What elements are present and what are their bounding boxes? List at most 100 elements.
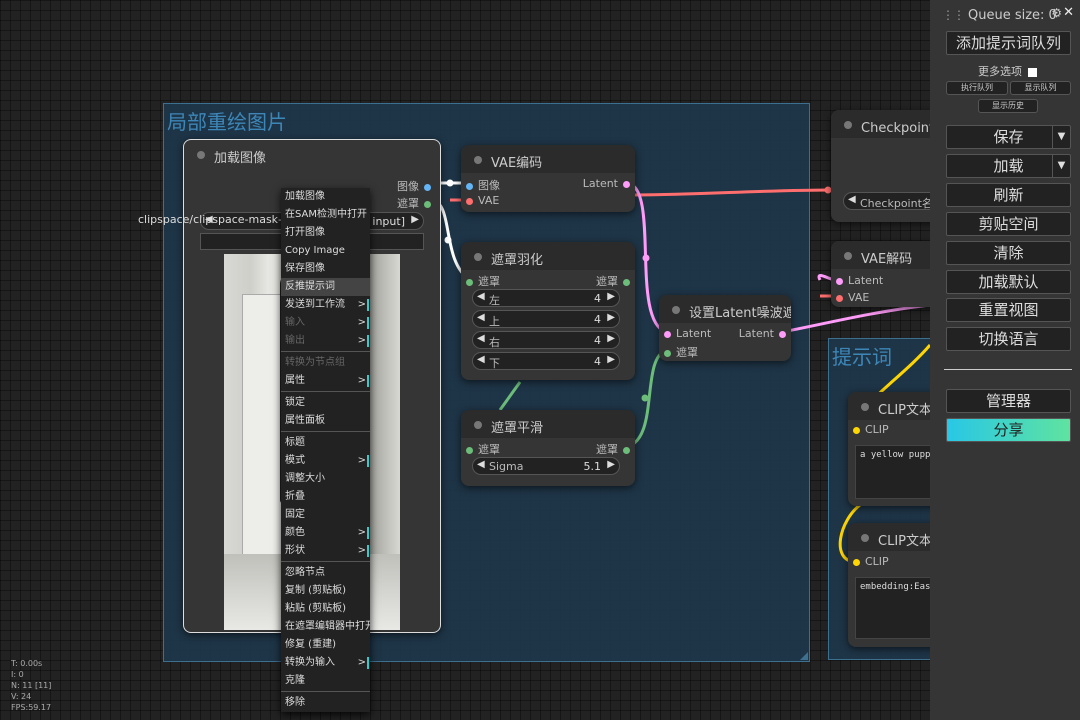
arrow-left-icon[interactable]: ◀ bbox=[848, 194, 856, 205]
close-icon[interactable]: ✕ bbox=[1063, 5, 1074, 20]
output-dot[interactable] bbox=[623, 446, 630, 454]
arrow-right-icon[interactable]: ▶ bbox=[607, 291, 615, 302]
arrow-right-icon[interactable]: ▶ bbox=[607, 333, 615, 344]
arrow-right-icon[interactable]: ▶ bbox=[607, 312, 615, 323]
arrow-left-icon[interactable]: ◀ bbox=[477, 354, 485, 365]
context-menu-item[interactable]: 模式> bbox=[281, 452, 370, 470]
collapse-dot[interactable] bbox=[474, 156, 482, 164]
exec-queue-button[interactable]: 执行队列 bbox=[946, 81, 1008, 95]
input-dot[interactable] bbox=[466, 197, 473, 205]
context-menu-item[interactable]: 调整大小 bbox=[281, 470, 370, 488]
input-image[interactable]: 图像 bbox=[461, 177, 500, 193]
collapse-dot[interactable] bbox=[861, 534, 869, 542]
node-header[interactable]: VAE编码 bbox=[461, 145, 635, 173]
show-queue-button[interactable]: 显示队列 bbox=[1010, 81, 1071, 95]
context-menu-item[interactable]: 复制 (剪贴板) bbox=[281, 582, 370, 600]
node-header[interactable]: 遮罩羽化 bbox=[461, 242, 635, 270]
output-image[interactable]: 图像 bbox=[397, 178, 436, 194]
queue-prompt-button[interactable]: 添加提示词队列 bbox=[946, 31, 1071, 55]
node-header[interactable]: 设置Latent噪波遮罩 bbox=[659, 295, 791, 323]
input-vae[interactable]: VAE bbox=[831, 291, 869, 304]
input-dot[interactable] bbox=[664, 330, 671, 338]
context-menu-item[interactable]: 反推提示词 bbox=[281, 278, 370, 296]
output-dot[interactable] bbox=[779, 330, 786, 338]
arrow-right-icon[interactable]: ▶ bbox=[411, 214, 419, 225]
arrow-right-icon[interactable]: ▶ bbox=[607, 354, 615, 365]
collapse-dot[interactable] bbox=[844, 252, 852, 260]
input-dot[interactable] bbox=[466, 446, 473, 454]
output-dot[interactable] bbox=[424, 183, 431, 191]
share-button[interactable]: 分享 bbox=[946, 418, 1071, 442]
input-latent[interactable]: Latent bbox=[831, 274, 883, 287]
save-button[interactable]: 保存▼ bbox=[946, 125, 1071, 149]
context-menu-item[interactable]: 修复 (重建) bbox=[281, 636, 370, 654]
arrow-right-icon[interactable]: ▶ bbox=[607, 459, 615, 470]
context-menu-item[interactable]: 标题 bbox=[281, 434, 370, 452]
output-mask[interactable]: 遮罩 bbox=[596, 441, 635, 457]
manager-button[interactable]: 管理器 bbox=[946, 389, 1071, 413]
clipspace-button[interactable]: 剪贴空间 bbox=[946, 212, 1071, 236]
load-button[interactable]: 加载▼ bbox=[946, 154, 1071, 178]
output-latent[interactable]: Latent bbox=[583, 177, 635, 190]
collapse-dot[interactable] bbox=[844, 121, 852, 129]
input-dot[interactable] bbox=[466, 278, 473, 286]
node-header[interactable]: 加载图像 bbox=[184, 140, 440, 168]
switch-language-button[interactable]: 切换语言 bbox=[946, 327, 1071, 351]
input-latent[interactable]: Latent bbox=[659, 327, 711, 340]
context-menu-item[interactable]: 忽略节点 bbox=[281, 564, 370, 582]
show-history-button[interactable]: 显示历史 bbox=[978, 99, 1038, 113]
save-dropdown-icon[interactable]: ▼ bbox=[1052, 126, 1070, 148]
arrow-left-icon[interactable]: ◀ bbox=[477, 291, 485, 302]
output-mask[interactable]: 遮罩 bbox=[397, 195, 436, 211]
context-menu-item[interactable]: Copy Image bbox=[281, 242, 370, 260]
context-menu-item[interactable]: 加载图像 bbox=[281, 188, 370, 206]
clear-button[interactable]: 清除 bbox=[946, 241, 1071, 265]
context-menu-item[interactable]: 颜色> bbox=[281, 524, 370, 542]
collapse-dot[interactable] bbox=[672, 306, 680, 314]
context-menu-item[interactable]: 转换为输入> bbox=[281, 654, 370, 672]
output-dot[interactable] bbox=[623, 180, 630, 188]
group-resize-handle[interactable] bbox=[800, 652, 808, 660]
input-dot[interactable] bbox=[836, 294, 843, 302]
collapse-dot[interactable] bbox=[474, 253, 482, 261]
context-menu-item[interactable]: 在SAM检测中打开 bbox=[281, 206, 370, 224]
node-vae-encode[interactable]: VAE编码 图像 VAE Latent bbox=[461, 145, 635, 212]
input-dot[interactable] bbox=[466, 182, 473, 190]
context-menu-item[interactable]: 形状> bbox=[281, 542, 370, 560]
input-vae[interactable]: VAE bbox=[461, 194, 499, 207]
context-menu-item[interactable]: 属性> bbox=[281, 372, 370, 390]
input-clip[interactable]: CLIP bbox=[848, 423, 889, 436]
input-dot[interactable] bbox=[853, 558, 860, 566]
context-menu-item[interactable]: 克隆 bbox=[281, 672, 370, 690]
reset-view-button[interactable]: 重置视图 bbox=[946, 298, 1071, 322]
drag-handle-icon[interactable]: ⋮⋮ bbox=[942, 8, 965, 22]
context-menu-item[interactable]: 锁定 bbox=[281, 394, 370, 412]
arrow-left-icon[interactable]: ◀ bbox=[205, 214, 213, 225]
collapse-dot[interactable] bbox=[474, 421, 482, 429]
context-menu-item[interactable]: 保存图像 bbox=[281, 260, 370, 278]
node-clip-text-1[interactable]: CLIP文本编 CLIP a yellow puppy, bbox=[848, 392, 948, 506]
arrow-left-icon[interactable]: ◀ bbox=[477, 459, 485, 470]
context-menu-item[interactable]: 固定 bbox=[281, 506, 370, 524]
output-mask[interactable]: 遮罩 bbox=[596, 273, 635, 289]
node-header[interactable]: 遮罩平滑 bbox=[461, 410, 635, 438]
input-mask[interactable]: 遮罩 bbox=[461, 441, 500, 457]
refresh-button[interactable]: 刷新 bbox=[946, 183, 1071, 207]
context-menu-item[interactable]: 折叠 bbox=[281, 488, 370, 506]
input-dot[interactable] bbox=[664, 349, 671, 357]
output-latent[interactable]: Latent bbox=[739, 327, 791, 340]
collapse-dot[interactable] bbox=[197, 151, 205, 159]
load-default-button[interactable]: 加载默认 bbox=[946, 270, 1071, 294]
context-menu-item[interactable]: 粘贴 (剪贴板) bbox=[281, 600, 370, 618]
gear-icon[interactable]: ⚙ bbox=[1051, 6, 1062, 20]
context-menu-item[interactable]: 移除 bbox=[281, 694, 370, 712]
input-clip[interactable]: CLIP bbox=[848, 555, 889, 568]
arrow-left-icon[interactable]: ◀ bbox=[477, 333, 485, 344]
